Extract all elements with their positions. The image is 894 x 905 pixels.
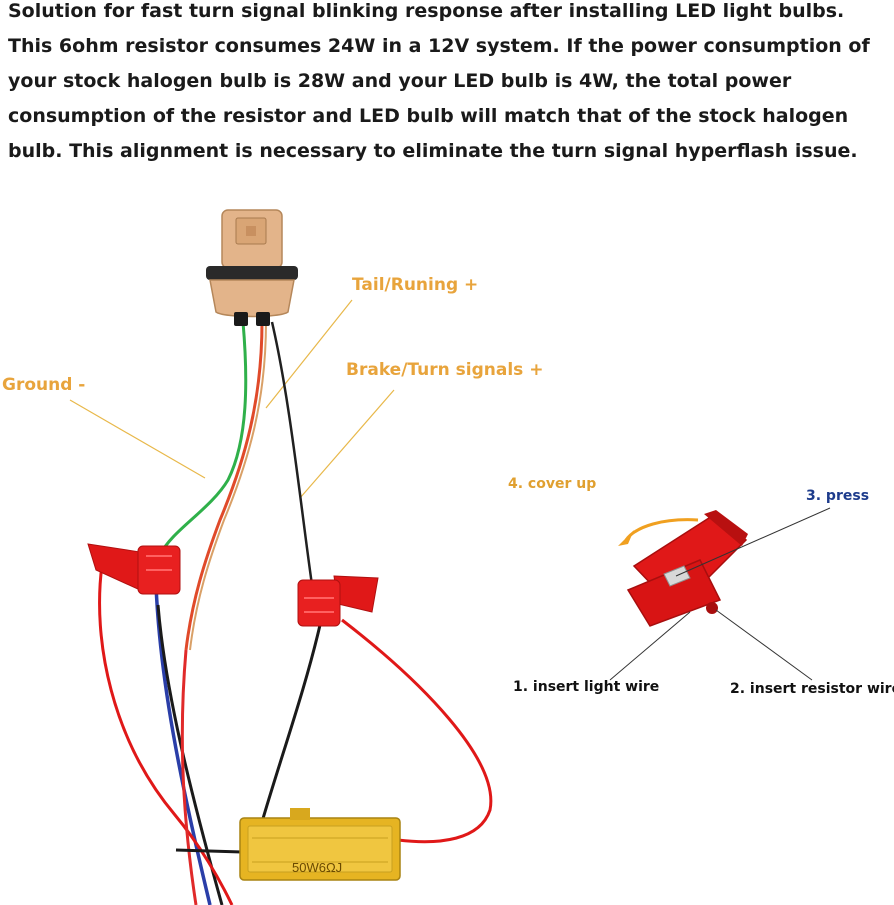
ground-leader-line xyxy=(69,399,206,479)
step-insert-resistor-label: 2. insert resistor wire xyxy=(730,681,894,697)
step-insert-light-label: 1. insert light wire xyxy=(513,679,659,695)
description-text: Solution for fast turn signal blinking r… xyxy=(8,0,870,162)
black-lower-wire xyxy=(156,604,224,905)
brake-wire xyxy=(270,321,314,586)
black-resistor-wire xyxy=(260,624,322,823)
tap-connector-detail xyxy=(626,510,748,627)
tail-wire-stripe xyxy=(189,321,267,651)
left-tap-connector xyxy=(87,543,181,595)
step-cover-label: 4. cover up xyxy=(508,476,596,492)
right-tap-connector xyxy=(297,575,379,627)
ground-label: Ground - xyxy=(2,375,85,395)
brake-turn-label: Brake/Turn signals + xyxy=(346,360,543,380)
tail-wire xyxy=(184,321,264,651)
green-wire xyxy=(158,321,248,556)
cover-arrow-head xyxy=(618,530,634,546)
red-wire-tail xyxy=(180,649,198,905)
bulb-socket xyxy=(206,209,298,326)
resistor-left-lead xyxy=(175,848,243,854)
load-resistor: 50W6ΩJ xyxy=(239,808,401,881)
insert-resistor-leader-line xyxy=(715,609,813,681)
brake-leader-line xyxy=(299,389,395,499)
press-leader-line xyxy=(675,507,831,577)
step-press-label: 3. press xyxy=(806,488,869,504)
red-loop-left xyxy=(98,564,234,905)
red-loop-right xyxy=(341,618,493,844)
tail-running-label: Tail/Runing + xyxy=(352,275,478,295)
insert-light-leader-line xyxy=(609,611,691,681)
tail-leader-line xyxy=(265,299,353,409)
resistor-marking: 50W6ΩJ xyxy=(292,860,342,875)
